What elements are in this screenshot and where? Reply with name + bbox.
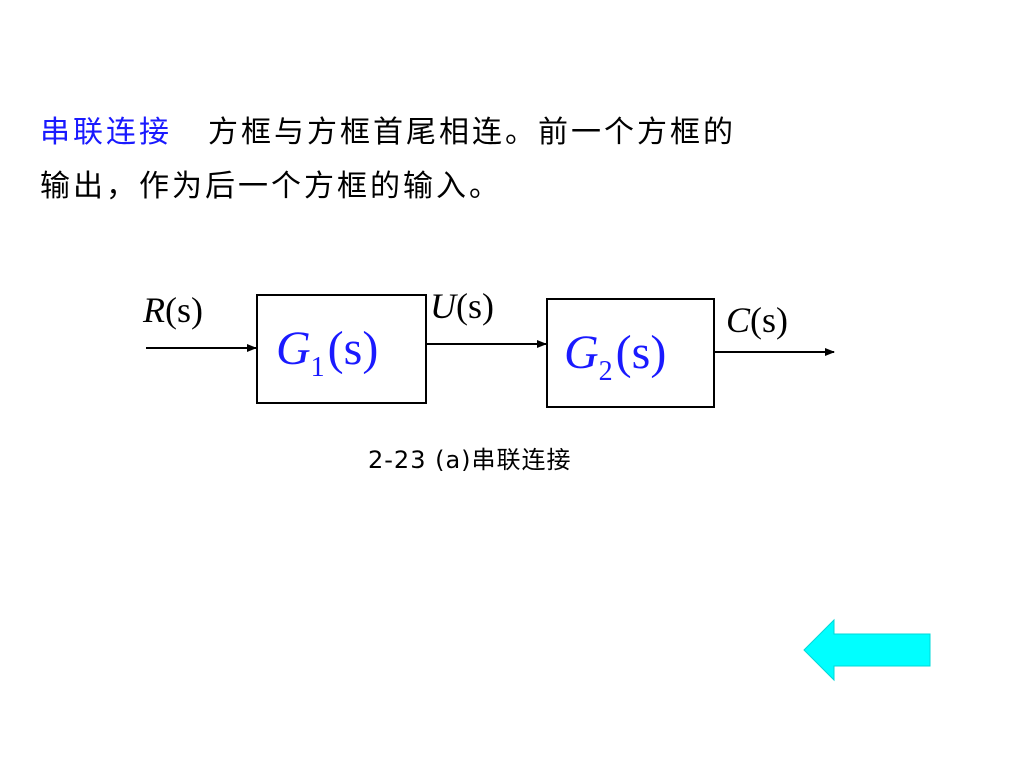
figure-caption: 2-23 (a)串联连接 <box>368 446 572 474</box>
intro-text: 串联连接 方框与方框首尾相连。前一个方框的 输出，作为后一个方框的输入。 <box>40 106 940 214</box>
block-g1 <box>256 294 427 404</box>
block-g2-label: G2(s) <box>564 326 666 387</box>
middle-signal-label: U(s) <box>430 286 494 326</box>
intro-definition-part-1: 方框与方框首尾相连。前一个方框的 <box>208 115 736 150</box>
back-button[interactable] <box>800 618 934 682</box>
intro-line-2: 输出，作为后一个方框的输入。 <box>40 169 502 204</box>
intro-line-1: 串联连接 方框与方框首尾相连。前一个方框的 <box>40 106 940 160</box>
input-signal-label: R(s) <box>142 290 203 330</box>
block-g2 <box>546 298 715 408</box>
block-g1-label: G1(s) <box>276 322 378 383</box>
output-signal-label: C(s) <box>726 300 788 340</box>
left-arrow-icon <box>803 618 931 682</box>
term-title: 串联连接 <box>40 115 172 150</box>
